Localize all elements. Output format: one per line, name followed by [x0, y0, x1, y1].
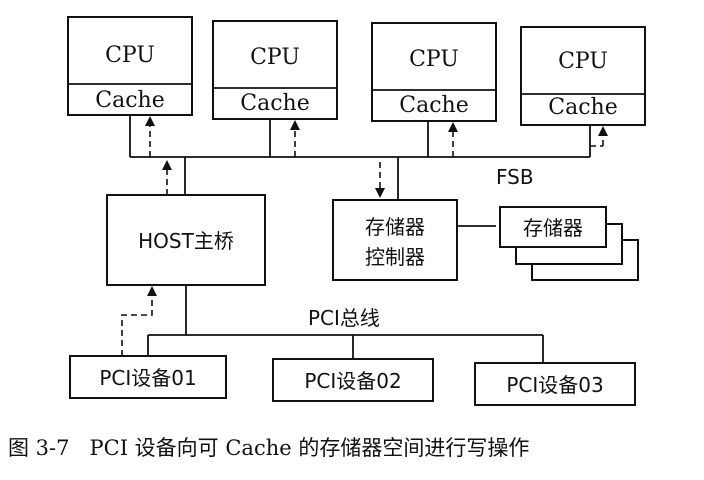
cpu-label: CPU	[409, 47, 459, 72]
mem-controller-label-line2: 控制器	[365, 245, 425, 269]
cpu-block-3: CPU Cache	[371, 22, 497, 122]
cpu-label: CPU	[558, 49, 608, 74]
pci-device-03: PCI设备03	[474, 362, 636, 406]
memory-label: 存储器	[523, 216, 583, 240]
fsb-label: FSB	[496, 165, 534, 189]
mem-controller-label-line1: 存储器	[365, 215, 425, 239]
memory-stack: 存储器	[499, 206, 639, 281]
cpu-block-1: CPU Cache	[67, 16, 193, 116]
host-bridge: HOST主桥	[106, 194, 266, 286]
cpu-block-2: CPU Cache	[212, 20, 338, 120]
pci-bus-label: PCI总线	[308, 306, 380, 330]
figure-caption: 图 3-7 PCI 设备向可 Cache 的存储器空间进行写操作	[8, 436, 529, 460]
cache-label: Cache	[399, 93, 468, 118]
cache-label: Cache	[548, 95, 617, 120]
fsb-bus	[129, 115, 591, 200]
cache-label: Cache	[95, 88, 164, 113]
pci-device-02: PCI设备02	[272, 358, 434, 402]
memory-controller: 存储器 控制器	[332, 199, 458, 281]
pci-device-label: PCI设备02	[304, 369, 401, 393]
cache-label: Cache	[240, 91, 309, 116]
cpu-label: CPU	[250, 45, 300, 70]
cpu-label: CPU	[105, 43, 155, 68]
snoop-arrows	[145, 116, 608, 198]
pci-bus	[121, 285, 544, 363]
pci-device-label: PCI设备03	[506, 373, 603, 397]
host-bridge-label: HOST主桥	[138, 229, 234, 253]
pci-device-label: PCI设备01	[99, 366, 196, 390]
pci-device-01: PCI设备01	[69, 355, 227, 399]
cpu-block-4: CPU Cache	[520, 26, 646, 126]
